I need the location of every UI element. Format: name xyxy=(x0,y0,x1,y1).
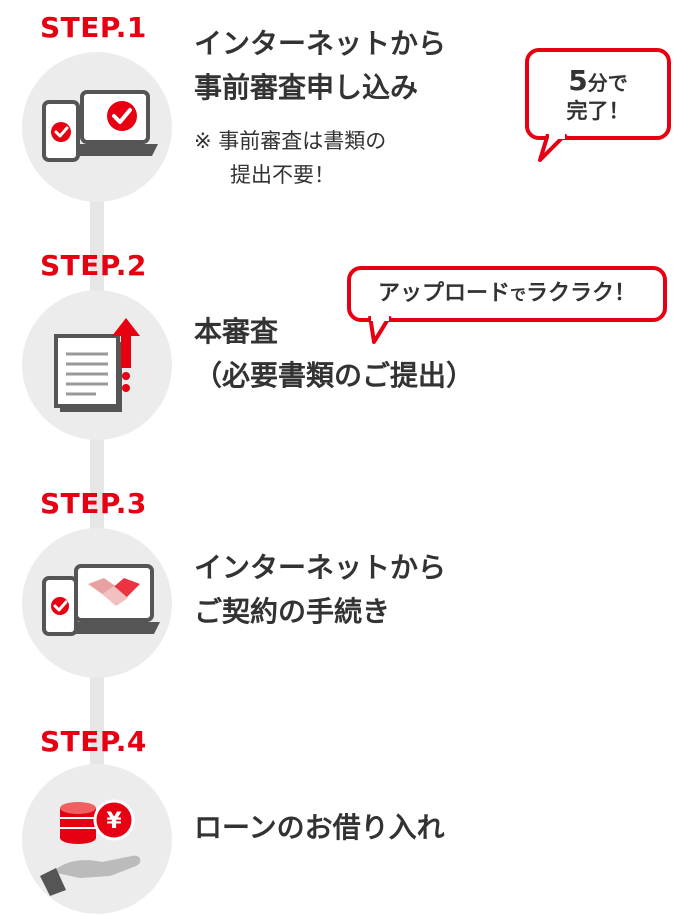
yen-symbol: ¥ xyxy=(106,809,122,834)
document-upload-icon xyxy=(54,318,140,412)
laptop-handshake-icon xyxy=(42,564,160,636)
step-1-note-line-2: 提出不要！ xyxy=(230,163,335,187)
step-1-title-line-1: インターネットから xyxy=(194,27,447,60)
bubble-minutes-unit: 分で xyxy=(587,71,628,95)
step-3-icon-circle xyxy=(22,528,172,678)
step-1-icon-circle xyxy=(22,52,172,202)
bubble-easy-text: ラクラク！ xyxy=(526,281,637,306)
step-4-title: ローンのお借り入れ xyxy=(194,806,445,850)
step-2-title-line-2: （必要書類のご提出） xyxy=(194,359,475,392)
bubble-tail-icon xyxy=(538,134,568,162)
hand-coins-yen-icon: ¥ xyxy=(40,799,141,896)
step-1-note: ※ 事前審査は書類の 提出不要！ xyxy=(194,124,386,192)
step-2-title: 本審査 （必要書類のご提出） xyxy=(194,310,474,398)
bubble-de-text: で xyxy=(509,285,526,304)
step-3-title: インターネットから ご契約の手続き xyxy=(194,546,446,634)
step-1-label: STEP.1 xyxy=(40,11,147,44)
step-2-title-line-1: 本審査 xyxy=(194,315,279,348)
step-4-icon-circle: ¥ xyxy=(22,764,172,914)
bubble-complete-text: 完了！ xyxy=(566,99,630,123)
step-3-title-line-1: インターネットから xyxy=(194,551,447,584)
step-1-title-line-2: 事前審査申し込み xyxy=(194,71,419,104)
step-1-note-line-1: ※ 事前審査は書類の xyxy=(194,129,387,153)
step-4-label: STEP.4 xyxy=(40,725,147,758)
step-1-title: インターネットから 事前審査申し込み xyxy=(194,22,446,110)
step-2-icon-circle xyxy=(22,290,172,440)
step-4-title-line-1: ローンのお借り入れ xyxy=(194,811,445,844)
bubble-upload-text: アップロード xyxy=(377,281,510,306)
bubble-minutes-number: 5 xyxy=(568,64,588,97)
step-1-speech-bubble: 5分で 完了！ xyxy=(525,48,671,140)
step-3-title-line-2: ご契約の手続き xyxy=(194,595,391,628)
bubble-tail-icon xyxy=(368,316,392,344)
step-2-label: STEP.2 xyxy=(40,249,147,282)
step-2-speech-bubble: アップロードでラクラク！ xyxy=(347,266,667,322)
laptop-phone-check-icon xyxy=(42,90,158,162)
step-3-label: STEP.3 xyxy=(40,487,147,520)
